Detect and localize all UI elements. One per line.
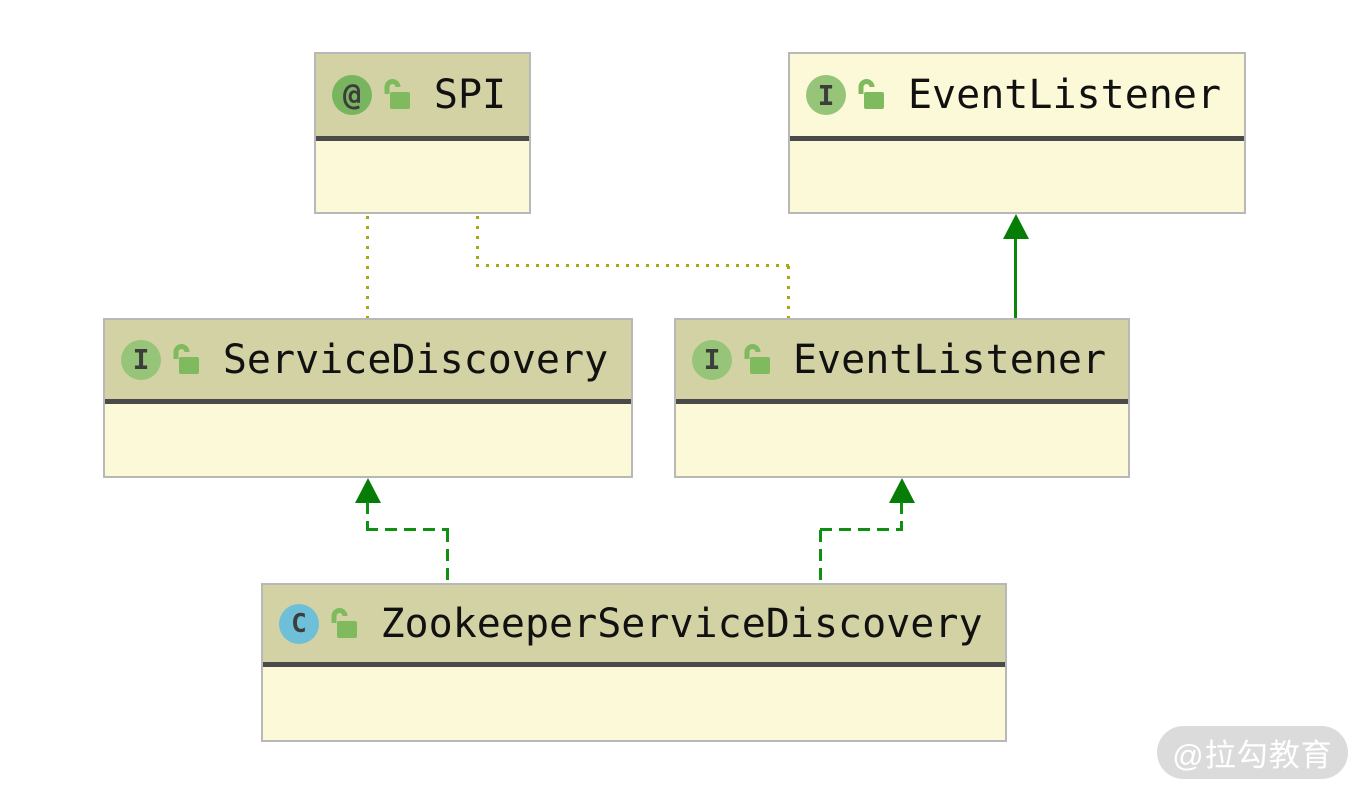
edge-implements-el-v1 bbox=[900, 502, 903, 530]
node-spi-header: @ SPI bbox=[316, 54, 529, 141]
interface-icon: I bbox=[121, 339, 161, 380]
public-unlock-icon bbox=[173, 343, 199, 374]
edge-spi-eventlistener-dotted-v1 bbox=[476, 216, 479, 266]
class-icon: C bbox=[279, 603, 319, 644]
node-servicediscovery-members bbox=[105, 404, 631, 476]
node-eventlistener[interactable]: I EventListener bbox=[674, 318, 1130, 478]
node-eventlistener-members bbox=[676, 404, 1128, 476]
edge-extends-line bbox=[1014, 237, 1017, 318]
node-spi-members bbox=[316, 141, 529, 212]
edge-implements-el-h bbox=[820, 528, 903, 531]
public-unlock-icon bbox=[858, 79, 884, 109]
node-eventlistener-top-header: I EventListener bbox=[790, 54, 1244, 141]
public-unlock-icon bbox=[384, 79, 410, 109]
public-unlock-icon bbox=[744, 343, 770, 374]
annotation-icon: @ bbox=[332, 75, 372, 115]
node-eventlistener-header: I EventListener bbox=[676, 320, 1128, 404]
watermark-badge: @拉勾教育 bbox=[1157, 726, 1348, 779]
edge-implements-sd-v1 bbox=[366, 502, 369, 530]
edge-implements-el-v2 bbox=[819, 530, 822, 583]
watermark-text: @拉勾教育 bbox=[1172, 738, 1333, 773]
interface-icon: I bbox=[806, 75, 846, 115]
edge-spi-eventlistener-dotted-v2 bbox=[787, 266, 790, 318]
node-servicediscovery-header: I ServiceDiscovery bbox=[105, 320, 631, 404]
node-eventlistener-top-label: EventListener bbox=[907, 72, 1222, 118]
edge-spi-eventlistener-dotted-h bbox=[476, 264, 790, 267]
node-zookeeperservicediscovery-members bbox=[263, 667, 1005, 740]
node-eventlistener-label: EventListener bbox=[792, 336, 1107, 383]
node-servicediscovery-label: ServiceDiscovery bbox=[222, 336, 609, 383]
edge-implements-el-arrowhead bbox=[889, 478, 915, 503]
node-eventlistener-top-members bbox=[790, 141, 1244, 212]
edge-implements-sd-arrowhead bbox=[355, 478, 381, 503]
node-zookeeperservicediscovery-label: ZookeeperServiceDiscovery bbox=[380, 600, 983, 647]
node-zookeeperservicediscovery[interactable]: C ZookeeperServiceDiscovery bbox=[261, 583, 1007, 742]
edge-spi-servicediscovery-dotted bbox=[366, 216, 369, 318]
node-servicediscovery[interactable]: I ServiceDiscovery bbox=[103, 318, 633, 478]
interface-icon: I bbox=[692, 339, 732, 380]
node-zookeeperservicediscovery-header: C ZookeeperServiceDiscovery bbox=[263, 585, 1005, 667]
edge-implements-sd-v2 bbox=[446, 530, 449, 583]
edge-extends-arrowhead bbox=[1003, 214, 1029, 239]
node-eventlistener-top[interactable]: I EventListener bbox=[788, 52, 1246, 214]
public-unlock-icon bbox=[331, 607, 357, 638]
node-spi-label: SPI bbox=[433, 72, 507, 118]
node-spi[interactable]: @ SPI bbox=[314, 52, 531, 214]
edge-implements-sd-h bbox=[366, 528, 449, 531]
